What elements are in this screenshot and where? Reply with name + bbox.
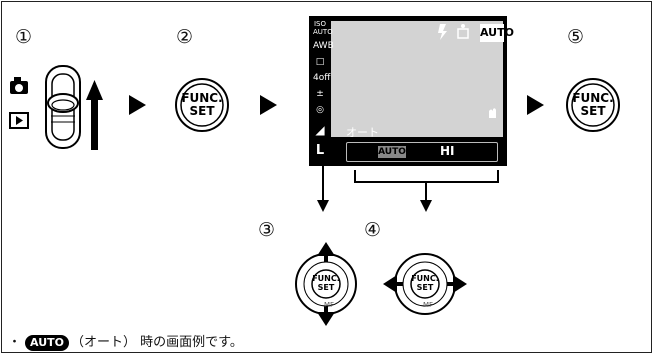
func-set-button[interactable]: FUNC. SET (565, 77, 621, 137)
down-arrow-icon (317, 200, 329, 212)
down-arrow-icon (420, 200, 432, 212)
footnote-bullet: ・ (8, 335, 22, 350)
camera-icon (10, 77, 28, 94)
step-number-5: ⑤ (567, 26, 585, 48)
mode-switch-illustration (9, 65, 103, 150)
white-balance-icon: AWB (313, 41, 334, 51)
func-set-button[interactable]: FUNC. SET (174, 77, 230, 137)
mode-switch-slider (45, 65, 81, 149)
set-label: SET (580, 104, 606, 118)
step-number-3: ③ (258, 219, 276, 241)
step-number-4: ④ (364, 219, 382, 241)
control-dial-icon (295, 242, 357, 326)
set-label: SET (189, 104, 215, 118)
lcd-screen: ISO AUTO AWB □ 4off ± ◎ ◢ L (309, 16, 507, 166)
connector-lines (317, 166, 499, 212)
set-label: SET (317, 283, 335, 292)
func-label: FUNC. (181, 91, 223, 105)
right-arrow-icon (129, 95, 146, 115)
mf-label: MF (324, 301, 335, 309)
lcd-option-bar (346, 142, 498, 162)
right-arrow-icon (527, 95, 544, 115)
set-label: SET (416, 283, 434, 292)
playback-icon (9, 112, 29, 129)
lcd-option-hi: HI (440, 144, 455, 158)
footnote: ・AUTO（オート） 時の画面例です。 (8, 331, 243, 351)
shake-warning-icon (489, 108, 496, 118)
func-label: FUNC. (312, 274, 340, 283)
footnote-text: （オート） 時の画面例です。 (70, 335, 243, 350)
lcd-option-auto: AUTO (378, 146, 406, 158)
func-label: FUNC. (411, 274, 439, 283)
exposure-icon: ± (316, 89, 324, 99)
iso-auto-icon: ISO AUTO (313, 20, 333, 36)
lcd-setting-label: オート (346, 126, 379, 139)
step-number-1: ① (15, 26, 33, 48)
metering-icon: ◎ (316, 105, 324, 115)
compression-icon: ◢ (315, 123, 325, 137)
mf-label: MF (423, 301, 434, 309)
up-arrow-icon (86, 80, 103, 150)
control-dial-left-right[interactable]: FUNC. SET MF (380, 238, 470, 330)
func-label: FUNC. (572, 91, 614, 105)
drive-mode-icon: □ (315, 57, 325, 67)
control-dial-icon (383, 253, 467, 315)
auto-badge: AUTO (25, 335, 69, 351)
auto-mode-badge: AUTO (480, 24, 514, 42)
right-arrow-icon (260, 95, 277, 115)
flash-off-icon: 4off (313, 73, 331, 83)
flash-auto-icon (438, 24, 469, 40)
resolution-icon: L (315, 143, 325, 158)
func-set-button-icon (566, 78, 620, 132)
func-set-button-icon (175, 78, 229, 132)
control-dial-up-down[interactable]: FUNC. SET MF (286, 238, 366, 330)
step-number-2: ② (176, 26, 194, 48)
lcd-preview-area (331, 21, 503, 137)
